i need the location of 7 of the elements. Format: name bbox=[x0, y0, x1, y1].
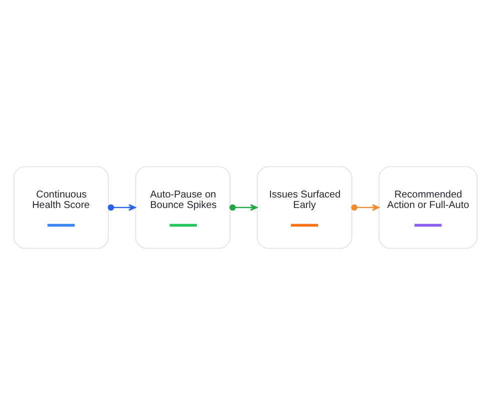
arrow bbox=[108, 204, 136, 211]
arrow bbox=[351, 204, 380, 211]
node-box: Auto-Pause on Bounce Spikes bbox=[135, 166, 231, 249]
node-box: Continuous Health Score bbox=[13, 166, 109, 249]
node-box: Recommended Action or Full-Auto bbox=[378, 166, 478, 249]
arrow bbox=[230, 204, 258, 211]
node-box: Issues Surfaced Early bbox=[256, 166, 352, 249]
